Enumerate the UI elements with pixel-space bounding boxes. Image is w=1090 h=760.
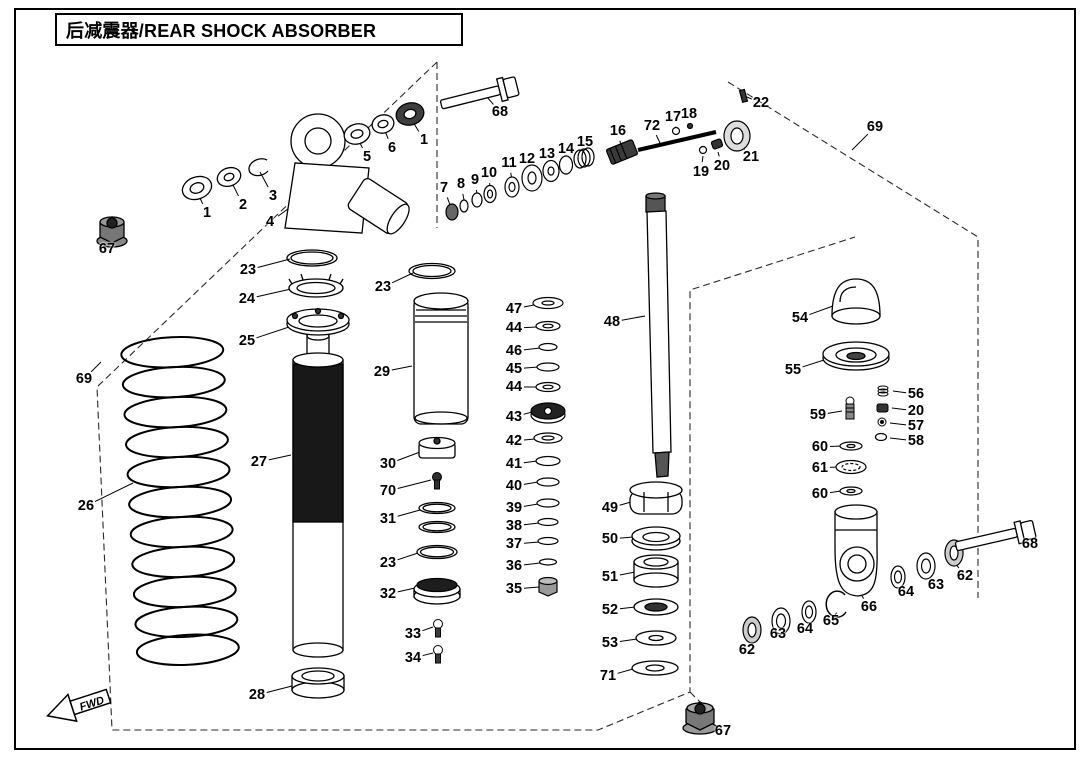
part-ball-57 bbox=[877, 417, 887, 427]
part-washer-row-top bbox=[445, 139, 638, 221]
part-snap-ring-65 bbox=[825, 590, 847, 618]
part-end-cap-32 bbox=[413, 577, 461, 605]
part-oring-23-left bbox=[286, 249, 338, 267]
part-rings-31 bbox=[418, 501, 456, 534]
part-oring-23-reservoir bbox=[408, 262, 456, 280]
part-screw-34 bbox=[433, 645, 443, 664]
part-lower-mount-66 bbox=[834, 504, 878, 597]
part-washer-53 bbox=[635, 630, 677, 646]
part-bushing-row-left bbox=[742, 600, 817, 644]
part-oring-58 bbox=[874, 432, 888, 442]
boundary-dashed-lines bbox=[96, 61, 979, 731]
part-bushing-washer-set-left bbox=[181, 158, 269, 201]
part-upper-mount bbox=[284, 113, 410, 235]
part-bolt-top bbox=[439, 76, 520, 110]
part-shim-stack bbox=[530, 296, 566, 597]
part-valve-59 bbox=[845, 396, 855, 420]
part-coil-spring bbox=[120, 335, 240, 667]
part-ring-52 bbox=[633, 598, 679, 616]
part-adjust-cam-25 bbox=[286, 307, 350, 336]
part-reservoir-body bbox=[413, 292, 469, 425]
part-bushing-set-top bbox=[343, 102, 425, 145]
part-adjuster-rod-assembly bbox=[637, 88, 751, 155]
part-ring-50 bbox=[631, 526, 681, 551]
page-border bbox=[14, 8, 1076, 750]
page-title: 后减震器/REAR SHOCK ABSORBER bbox=[55, 13, 463, 46]
part-spacer-51 bbox=[633, 554, 679, 588]
part-flange-nut-bottom bbox=[682, 701, 718, 735]
part-shock-damper-body bbox=[292, 331, 344, 658]
part-washer-60-lower bbox=[839, 486, 863, 496]
part-screw-33 bbox=[433, 619, 443, 638]
part-bottom-collar bbox=[291, 667, 345, 699]
fwd-direction-arrow bbox=[46, 688, 112, 723]
part-spring-seat-55 bbox=[822, 341, 890, 371]
part-piston-rod-48 bbox=[645, 192, 672, 478]
part-bearing-61 bbox=[835, 459, 867, 475]
part-spring-56 bbox=[877, 385, 889, 397]
part-bushing-row-right bbox=[890, 539, 964, 589]
part-washer-71 bbox=[631, 660, 679, 676]
part-piston-cap-30 bbox=[418, 436, 456, 459]
part-bumper-49 bbox=[629, 481, 683, 515]
part-oring-23-mid bbox=[416, 544, 458, 560]
part-flange-nut-left bbox=[96, 216, 128, 248]
part-washer-60-upper bbox=[839, 441, 863, 451]
part-plug-20 bbox=[876, 403, 889, 413]
part-lock-ring-24 bbox=[288, 273, 344, 298]
part-bumper-54 bbox=[831, 278, 881, 325]
part-bolt-right bbox=[954, 519, 1037, 552]
part-valve-70 bbox=[432, 472, 442, 490]
